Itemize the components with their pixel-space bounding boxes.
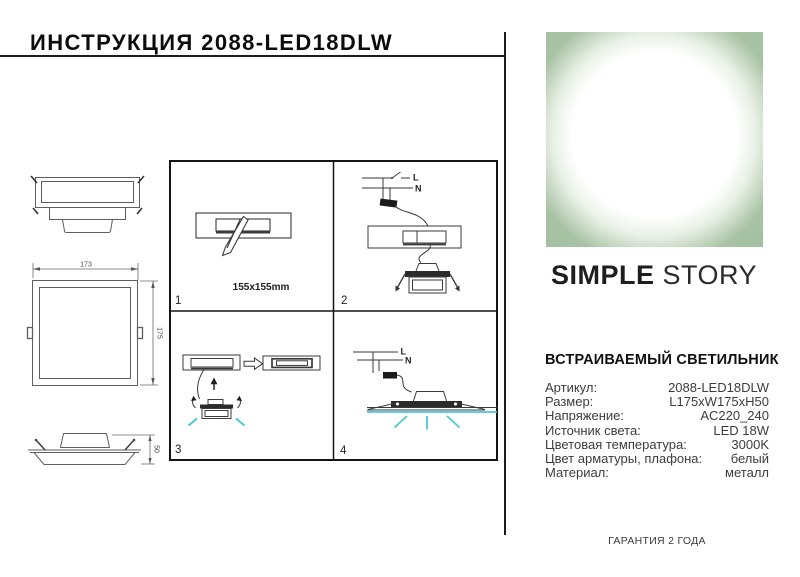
spec-label: Напряжение:: [545, 408, 624, 424]
up-arrow-icon: [210, 377, 218, 385]
spec-label: Цветовая температура:: [545, 436, 687, 452]
dim-depth-label: 50: [153, 445, 160, 453]
step3-drawing: [182, 354, 321, 427]
step2-drawing: [362, 171, 462, 294]
brand-word-simple: SIMPLE: [550, 260, 655, 290]
cutter-tool-icon: [221, 215, 249, 257]
wire-connector: [383, 372, 397, 379]
spec-label: Цвет арматуры, плафона:: [545, 450, 703, 466]
step2-number: 2: [341, 295, 347, 307]
step1-number: 1: [175, 295, 181, 307]
product-heading: ВСТРАИВАЕМЫЙ СВЕТИЛЬНИК: [545, 352, 779, 368]
step1-drawing: [195, 212, 292, 257]
dim-width-label: 173: [80, 262, 92, 269]
brand-word-story: STORY: [662, 260, 758, 290]
step4-drawing: [353, 351, 497, 430]
spec-row: Размер: L175xW175xH50: [545, 394, 769, 410]
step2-wire-n-label: N: [415, 184, 422, 194]
step4-wire-n-label: N: [405, 356, 412, 366]
warranty-note: ГАРАНТИЯ 2 ГОДА: [608, 535, 706, 547]
light-rays-icon: [393, 415, 461, 430]
dim-height-label: 175: [156, 327, 163, 339]
step4-wire-l-label: L: [401, 347, 407, 357]
spec-row: Цветовая температура: 3000K: [545, 436, 769, 452]
dim-width: 173: [32, 262, 139, 280]
spec-value: 2088-LED18DLW: [668, 380, 769, 395]
wire-connector: [379, 198, 398, 208]
spec-value: AC220_240: [700, 408, 769, 424]
vertical-divider: [504, 32, 506, 535]
spec-value: металл: [725, 465, 769, 481]
spec-value: L175xW175xH50: [669, 394, 769, 410]
step3-number: 3: [175, 444, 181, 456]
spec-label: Материал:: [545, 465, 609, 481]
spec-label: Артикул:: [545, 380, 598, 395]
step2-wire-l-label: L: [413, 173, 419, 183]
spec-value: 3000K: [731, 436, 769, 452]
spec-row: Источник света: LED 18W: [545, 422, 769, 438]
page-title: ИНСТРУКЦИЯ 2088-LED18DLW: [30, 30, 393, 55]
dim-height: 175: [140, 280, 163, 386]
spec-row: Цвет арматуры, плафона: белый: [545, 450, 769, 466]
step4-number: 4: [340, 445, 347, 457]
next-step-arrow-icon: [243, 357, 264, 371]
spring-accent-left: [187, 417, 198, 427]
spec-value: LED 18W: [713, 422, 769, 438]
spec-value: белый: [730, 450, 769, 466]
brand-logo-mark: [546, 32, 763, 247]
spec-row: Артикул: 2088-LED18DLW: [545, 380, 769, 395]
steps-grid: [169, 160, 498, 461]
title-underline: [0, 55, 505, 57]
drawing-front-view: [26, 280, 144, 386]
brand-logo-text: SIMPLE STORY: [543, 260, 765, 291]
step1-cutout-size: 155x155mm: [233, 282, 290, 293]
drawing-side-view-top: [30, 175, 145, 233]
spring-accent-right: [235, 417, 246, 427]
spec-row: Материал: металл: [545, 465, 769, 481]
drawing-side-view-bottom: [28, 433, 141, 465]
dim-depth: 50: [112, 434, 160, 465]
spec-label: Размер:: [545, 394, 594, 410]
spec-row: Напряжение: AC220_240: [545, 409, 769, 423]
spec-table: Артикул: 2088-LED18DLW Размер: L175xW175…: [545, 380, 769, 481]
spec-label: Источник света:: [545, 422, 641, 438]
